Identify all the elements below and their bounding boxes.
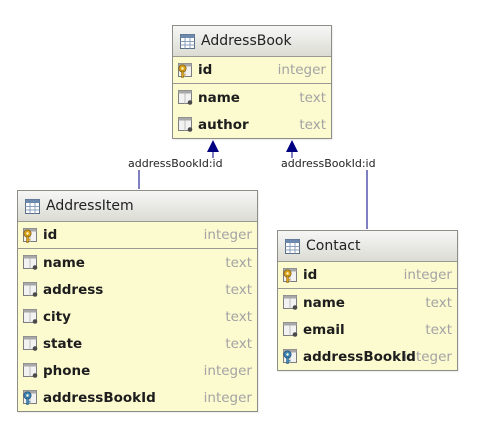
column-type: text bbox=[299, 89, 326, 106]
column-icon bbox=[282, 321, 299, 338]
column-name: id bbox=[43, 227, 58, 243]
column-icon bbox=[22, 308, 39, 325]
relation-contact-addressbook[interactable] bbox=[286, 140, 368, 229]
column-row-addressbookid[interactable]: addressBookId integer bbox=[18, 384, 257, 411]
foreign-key-icon bbox=[282, 348, 299, 365]
column-row-state[interactable]: state text bbox=[18, 330, 257, 357]
entity-title: Contact bbox=[306, 238, 361, 254]
column-row-name[interactable]: name text bbox=[18, 249, 257, 276]
column-icon bbox=[177, 116, 194, 133]
table-icon bbox=[24, 198, 41, 215]
entity-addressitem[interactable]: AddressItem id integer name text address text… bbox=[17, 190, 258, 412]
entity-contact[interactable]: Contact id integer name text email text addres… bbox=[277, 230, 458, 371]
column-type: integer bbox=[203, 389, 252, 406]
column-name: name bbox=[198, 89, 240, 106]
column-name: author bbox=[198, 116, 249, 133]
connector-arrowhead bbox=[207, 140, 219, 152]
column-icon bbox=[22, 254, 39, 271]
column-row-email[interactable]: email text bbox=[278, 316, 457, 343]
column-name: id bbox=[198, 62, 213, 78]
column-name: name bbox=[303, 294, 345, 311]
entity-header[interactable]: Contact bbox=[278, 231, 457, 262]
primary-key-icon bbox=[282, 267, 299, 284]
column-type: integer bbox=[203, 227, 252, 243]
column-row-address[interactable]: address text bbox=[18, 276, 257, 303]
column-icon bbox=[22, 281, 39, 298]
column-type: text bbox=[299, 116, 326, 133]
column-name: addressBookId bbox=[303, 348, 416, 365]
column-row-name[interactable]: name text bbox=[278, 289, 457, 316]
column-type: text bbox=[425, 321, 452, 338]
column-name: phone bbox=[43, 362, 91, 379]
foreign-key-icon bbox=[22, 389, 39, 406]
column-name: city bbox=[43, 308, 71, 325]
column-name: addressBookId bbox=[43, 389, 156, 406]
primary-key-icon bbox=[22, 227, 39, 244]
column-name: email bbox=[303, 321, 345, 338]
column-type: text bbox=[225, 281, 252, 298]
relation-label-contact: addressBookId:id bbox=[281, 157, 376, 170]
relation-label-addressitem: addressBookId:id bbox=[128, 157, 223, 170]
column-type: text bbox=[225, 335, 252, 352]
connector-arrowhead bbox=[286, 140, 298, 152]
column-row-id[interactable]: id integer bbox=[173, 57, 331, 84]
entity-header[interactable]: AddressItem bbox=[18, 191, 257, 222]
column-row-id[interactable]: id integer bbox=[278, 262, 457, 289]
column-name: name bbox=[43, 254, 85, 271]
column-type: text bbox=[425, 294, 452, 311]
column-row-city[interactable]: city text bbox=[18, 303, 257, 330]
entity-addressbook[interactable]: AddressBook id integer name text author text bbox=[172, 25, 332, 139]
column-icon bbox=[22, 335, 39, 352]
column-type: text bbox=[225, 308, 252, 325]
column-name: id bbox=[303, 267, 318, 283]
column-type: text bbox=[225, 254, 252, 271]
column-row-name[interactable]: name text bbox=[173, 84, 331, 111]
column-icon bbox=[177, 89, 194, 106]
column-name: state bbox=[43, 335, 83, 352]
column-type: integer bbox=[403, 348, 452, 365]
column-row-author[interactable]: author text bbox=[173, 111, 331, 138]
entity-title: AddressBook bbox=[201, 33, 292, 49]
table-icon bbox=[179, 33, 196, 50]
column-row-id[interactable]: id integer bbox=[18, 222, 257, 249]
column-icon bbox=[22, 362, 39, 379]
table-icon bbox=[284, 238, 301, 255]
primary-key-icon bbox=[177, 62, 194, 79]
entity-header[interactable]: AddressBook bbox=[173, 26, 331, 57]
column-row-phone[interactable]: phone integer bbox=[18, 357, 257, 384]
column-name: address bbox=[43, 281, 104, 298]
column-icon bbox=[282, 294, 299, 311]
column-type: integer bbox=[403, 267, 452, 283]
column-type: integer bbox=[277, 62, 326, 78]
entity-title: AddressItem bbox=[46, 198, 134, 214]
column-type: integer bbox=[203, 362, 252, 379]
